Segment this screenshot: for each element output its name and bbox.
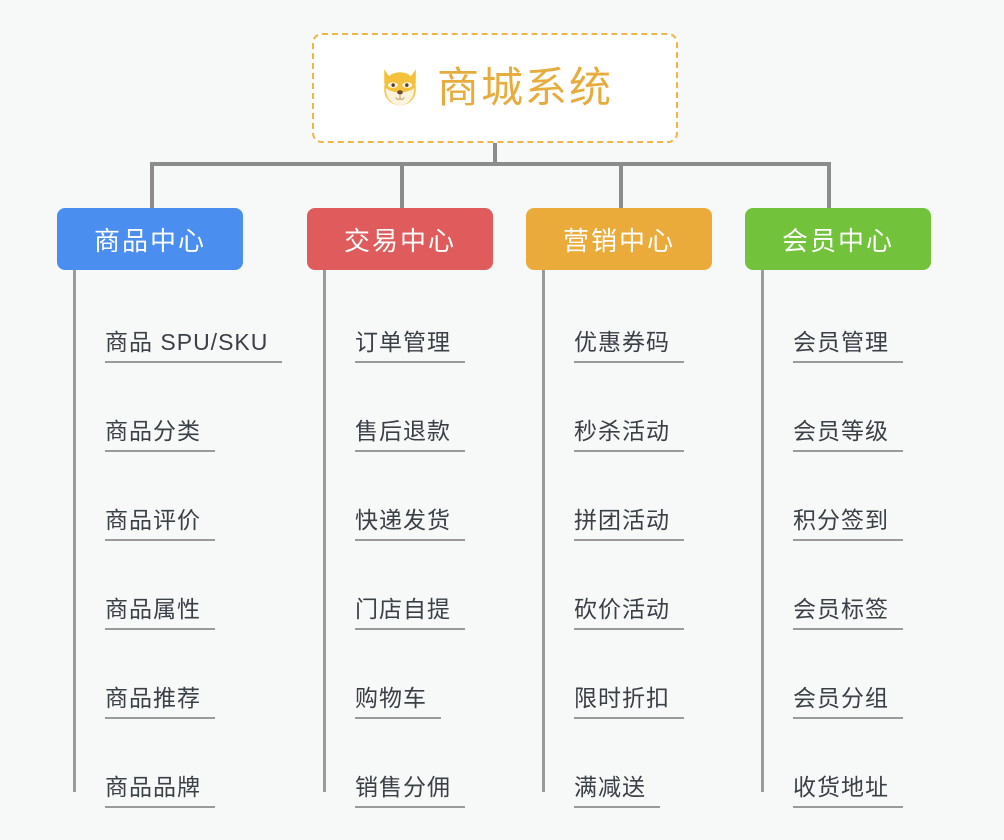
shiba-dog-face-icon [384, 69, 416, 106]
leaf-label: 优惠券码 [574, 329, 684, 363]
list-item[interactable]: 砍价活动 [542, 541, 754, 630]
list-item[interactable]: 秒杀活动 [542, 363, 754, 452]
list-item[interactable]: 商品分类 [73, 363, 310, 452]
root-node[interactable]: 商城系统 [312, 33, 678, 143]
branch-header-product-center[interactable]: 商品中心 [57, 208, 243, 270]
leaf-label: 商品评价 [105, 507, 215, 541]
leaf-label: 秒杀活动 [574, 418, 684, 452]
leaf-label: 积分签到 [793, 507, 903, 541]
leaf-label: 商品属性 [105, 596, 215, 630]
leaf-label: 砍价活动 [574, 596, 684, 630]
list-item[interactable]: 拼团活动 [542, 452, 754, 541]
list-item[interactable]: 会员分组 [761, 630, 973, 719]
connector-drop-trade-center [400, 162, 404, 208]
leaf-label: 会员标签 [793, 596, 903, 630]
list-item[interactable]: 满减送 [542, 719, 754, 808]
list-item[interactable]: 商品 SPU/SKU [73, 274, 310, 363]
list-item[interactable]: 商品品牌 [73, 719, 310, 808]
list-item[interactable]: 商品属性 [73, 541, 310, 630]
list-item[interactable]: 会员标签 [761, 541, 973, 630]
list-item[interactable]: 售后退款 [323, 363, 535, 452]
leaf-list-trade-center: 订单管理 售后退款 快递发货 门店自提 购物车 销售分佣 [307, 270, 535, 808]
leaf-list-product-center: 商品 SPU/SKU 商品分类 商品评价 商品属性 商品推荐 商品品牌 [57, 270, 310, 808]
leaf-label: 收货地址 [793, 774, 903, 808]
list-item[interactable]: 商品评价 [73, 452, 310, 541]
leaf-list-marketing-center: 优惠券码 秒杀活动 拼团活动 砍价活动 限时折扣 满减送 [526, 270, 754, 808]
leaf-label: 购物车 [355, 685, 441, 719]
branch-trade-center: 交易中心 订单管理 售后退款 快递发货 门店自提 购物车 销售分佣 [307, 208, 535, 808]
leaf-label: 限时折扣 [574, 685, 684, 719]
branch-member-center: 会员中心 会员管理 会员等级 积分签到 会员标签 会员分组 收货地址 [745, 208, 973, 808]
branch-header-member-center[interactable]: 会员中心 [745, 208, 931, 270]
branch-product-center: 商品中心 商品 SPU/SKU 商品分类 商品评价 商品属性 商品推荐 商品品牌 [57, 208, 310, 808]
leaf-list-member-center: 会员管理 会员等级 积分签到 会员标签 会员分组 收货地址 [745, 270, 973, 808]
list-item[interactable]: 优惠券码 [542, 274, 754, 363]
list-item[interactable]: 限时折扣 [542, 630, 754, 719]
branch-header-trade-center[interactable]: 交易中心 [307, 208, 493, 270]
branch-marketing-center: 营销中心 优惠券码 秒杀活动 拼团活动 砍价活动 限时折扣 满减送 [526, 208, 754, 808]
list-item[interactable]: 订单管理 [323, 274, 535, 363]
list-item[interactable]: 购物车 [323, 630, 535, 719]
leaf-label: 售后退款 [355, 418, 465, 452]
list-item[interactable]: 商品推荐 [73, 630, 310, 719]
leaf-label: 会员管理 [793, 329, 903, 363]
leaf-label: 满减送 [574, 774, 660, 808]
leaf-label: 会员分组 [793, 685, 903, 719]
leaf-label: 商品 SPU/SKU [105, 329, 283, 363]
list-item[interactable]: 销售分佣 [323, 719, 535, 808]
list-item[interactable]: 会员管理 [761, 274, 973, 363]
connector-drop-product-center [150, 162, 154, 208]
connector-root-stem [493, 143, 497, 165]
list-item[interactable]: 快递发货 [323, 452, 535, 541]
leaf-label: 拼团活动 [574, 507, 684, 541]
branch-header-marketing-center[interactable]: 营销中心 [526, 208, 712, 270]
root-label: 商城系统 [436, 64, 613, 111]
leaf-label: 订单管理 [355, 329, 465, 363]
leaf-label: 商品分类 [105, 418, 215, 452]
leaf-label: 销售分佣 [355, 774, 465, 808]
connector-drop-member-center [827, 162, 831, 208]
leaf-label: 会员等级 [793, 418, 903, 452]
list-item[interactable]: 会员等级 [761, 363, 973, 452]
list-item[interactable]: 积分签到 [761, 452, 973, 541]
leaf-label: 门店自提 [355, 596, 465, 630]
connector-horizontal-bus [150, 162, 830, 166]
leaf-label: 商品推荐 [105, 685, 215, 719]
list-item[interactable]: 收货地址 [761, 719, 973, 808]
leaf-label: 商品品牌 [105, 774, 215, 808]
list-item[interactable]: 门店自提 [323, 541, 535, 630]
leaf-label: 快递发货 [355, 507, 465, 541]
connector-drop-marketing-center [619, 162, 623, 208]
